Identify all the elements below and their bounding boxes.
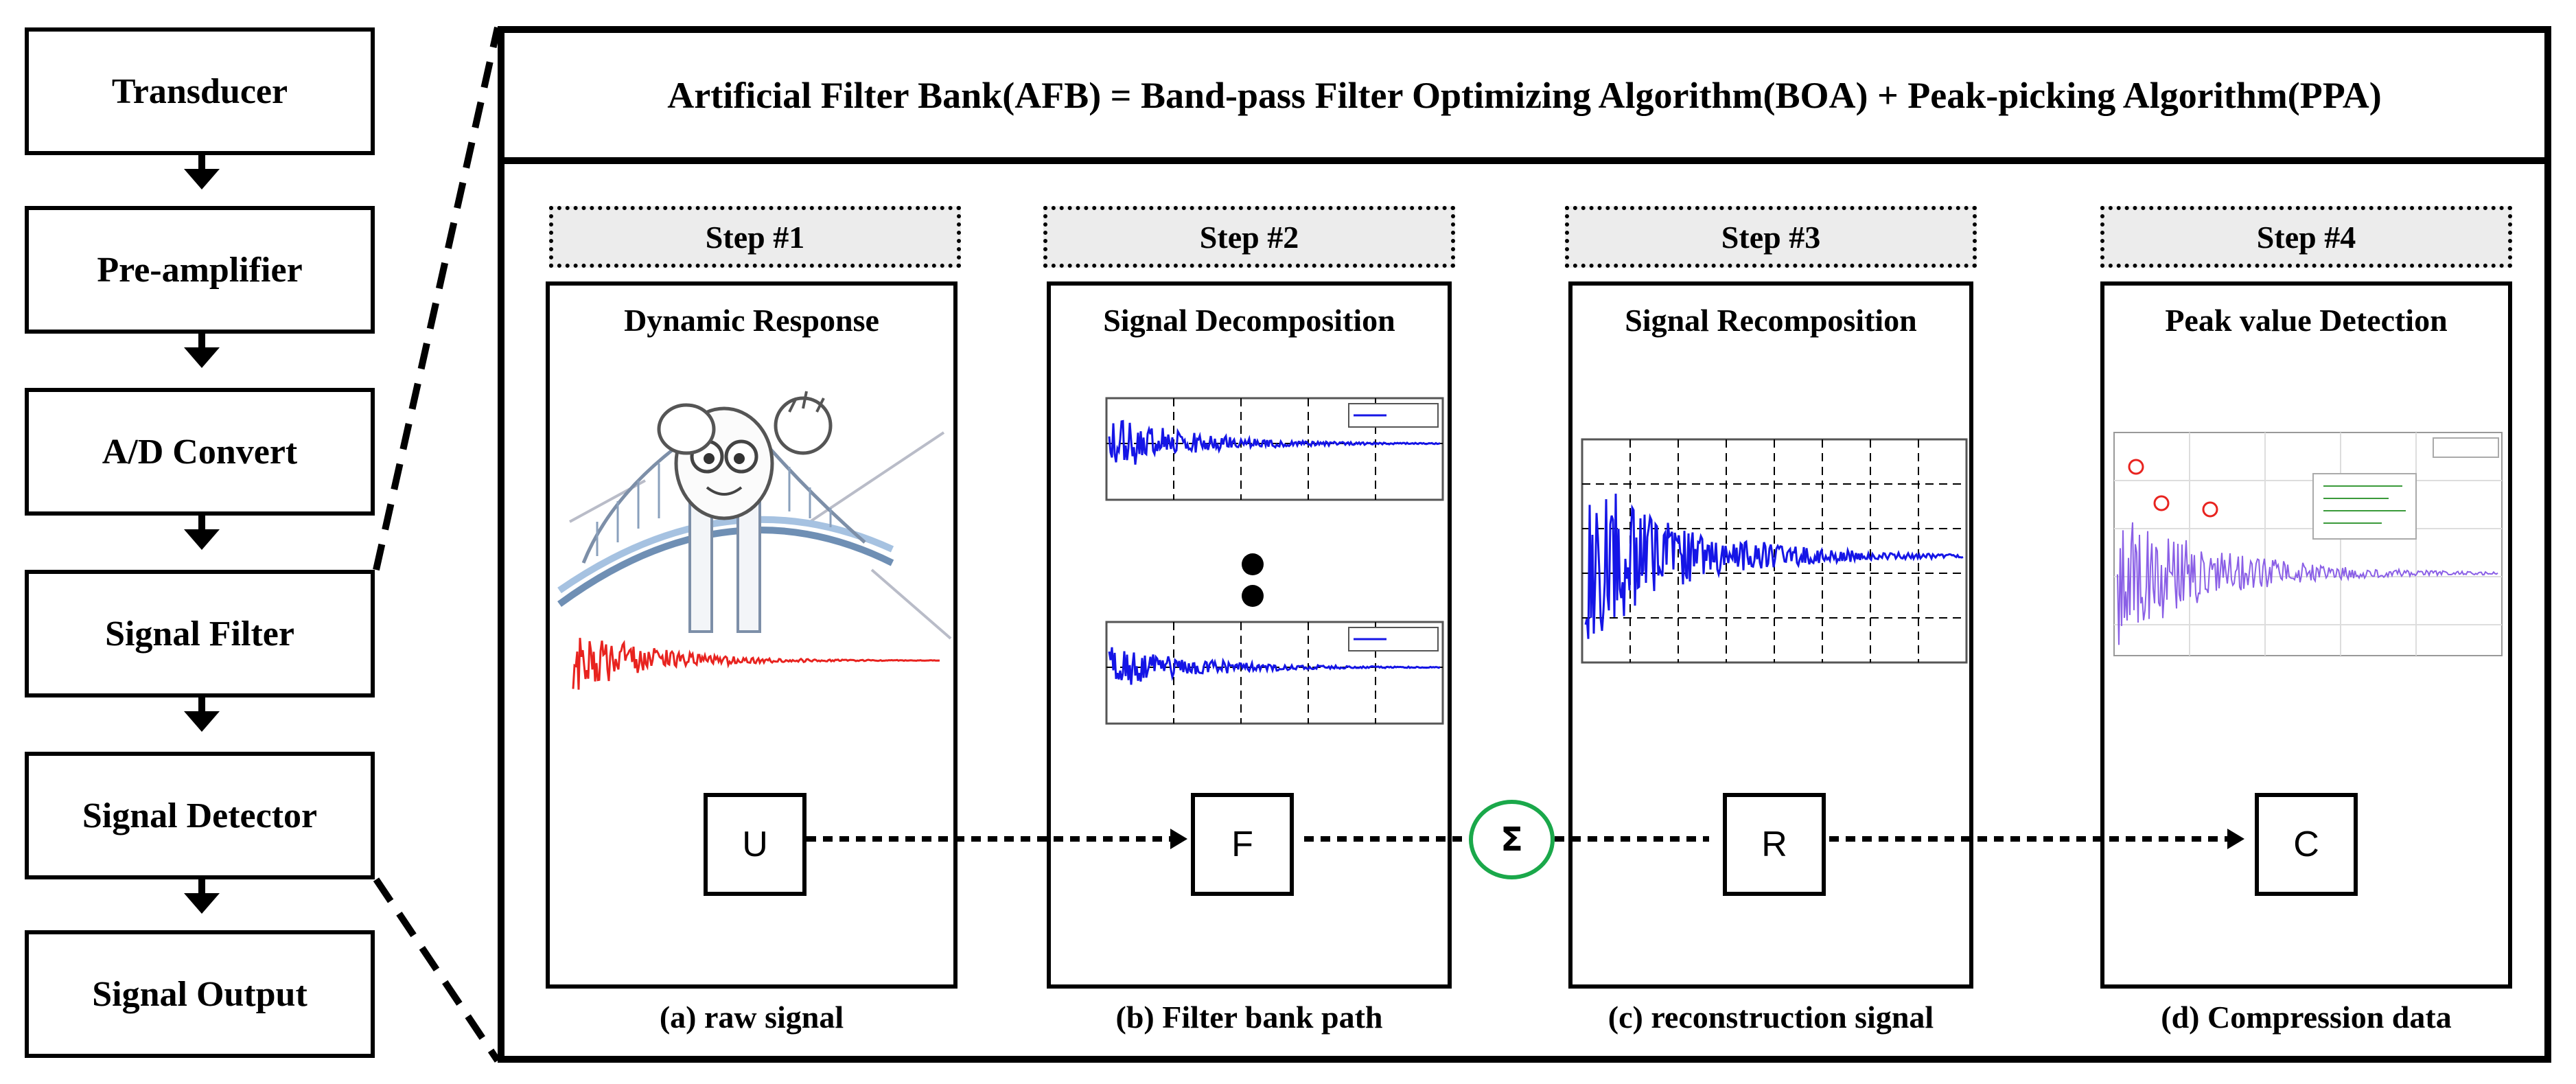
zoom-line-bottom [373,877,501,1063]
flow-arrowhead [184,347,220,368]
flow-box-transducer: Transducer [25,27,375,155]
flow-label: Signal Filter [105,614,294,654]
recomposition-plot [1581,438,1968,664]
flow-box-ad-convert: A/D Convert [25,388,375,516]
recomposition-waveform [1584,494,1964,639]
flow-arrow [198,516,205,529]
peak-marker [2128,459,2144,475]
step-tag-3: Step #3 [1565,206,1977,268]
signal-trace [572,638,940,690]
signal-trace [2117,522,2498,645]
peak-detection-plot [2113,432,2503,656]
flow-arrowhead [184,711,220,732]
caption-b: (b) Filter bank path [1115,1000,1383,1035]
flow-label: Transducer [111,71,288,111]
sum-node: Σ [1469,800,1555,879]
caption-a: (a) raw signal [659,1000,844,1035]
title-divider [498,157,2551,164]
arrowhead-u-f [1170,829,1187,849]
panel-heading-2: Signal Decomposition [1103,303,1395,338]
filter-1-waveform [1108,419,1441,465]
step-tag-4: Step #4 [2100,206,2512,268]
afb-title: Artificial Filter Bank(AFB) = Band-pass … [667,74,2382,116]
node-c: C [2255,793,2358,896]
node-f: F [1191,793,1294,896]
flow-box-preamplifier: Pre-amplifier [25,206,375,334]
step-tag-1: Step #1 [549,206,961,268]
panel-heading-4: Peak value Detection [2165,303,2448,338]
peak-marker [2153,495,2170,511]
flow-box-signal-detector: Signal Detector [25,752,375,879]
caption-c: (c) reconstruction signal [1608,1000,1934,1035]
panel-heading-3: Signal Recomposition [1625,303,1917,338]
flow-arrow [198,155,205,169]
signal-trace [1584,494,1964,639]
flow-arrow [198,697,205,711]
bridge-illustration [557,391,952,640]
flow-arrowhead [184,529,220,550]
flow-box-signal-output: Signal Output [25,930,375,1058]
zoom-line-top [373,26,501,571]
ellipsis-dot [1242,585,1264,607]
raw-signal-waveform [572,638,940,690]
panel-heading-1: Dynamic Response [624,303,879,338]
signal-trace [1108,647,1441,685]
step-tag-2: Step #2 [1043,206,1455,268]
signal-trace [1108,419,1441,465]
peak-marker [2202,501,2218,518]
flow-arrowhead [184,169,220,189]
caption-d: (d) Compression data [2161,1000,2452,1035]
flow-label: Signal Output [92,974,308,1014]
filter-n-waveform [1108,647,1441,685]
filter-plot-bottom [1105,621,1444,725]
flow-box-signal-filter: Signal Filter [25,570,375,697]
flow-arrow [198,334,205,347]
flow-label: Pre-amplifier [97,250,303,290]
flow-arrowhead [184,893,220,914]
ellipsis-dot [1242,553,1264,575]
flow-arrow [198,879,205,893]
filter-plot-top [1105,397,1444,501]
node-r: R [1723,793,1826,896]
afb-frame [498,26,2551,1063]
arrowhead-r-c [2227,829,2244,849]
flow-label: Signal Detector [82,796,318,835]
flow-label: A/D Convert [102,432,298,472]
peak-waveform [2117,522,2498,645]
node-u: U [704,793,807,896]
